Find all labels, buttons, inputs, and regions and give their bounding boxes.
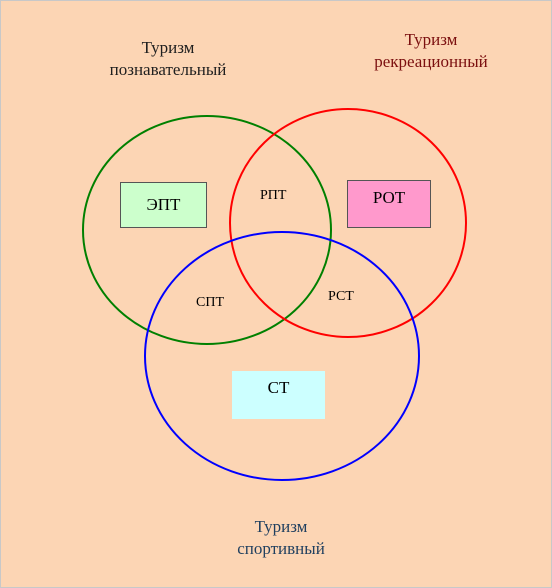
sport-tourism-circle bbox=[144, 231, 420, 481]
recreational-tourism-circle bbox=[229, 108, 467, 338]
region-label-spt: СПТ bbox=[196, 295, 224, 310]
caption-recreational-line2: рекреационный bbox=[374, 52, 488, 71]
cognitive-tourism-circle bbox=[82, 115, 332, 345]
box-rot: РОТ bbox=[347, 180, 431, 228]
caption-recreational-line1: Туризм bbox=[404, 30, 458, 49]
caption-recreational-tourism: Туризм рекреационный bbox=[346, 29, 516, 73]
caption-sport-line2: спортивный bbox=[237, 539, 325, 558]
box-st: СТ bbox=[232, 371, 325, 419]
box-ept: ЭПТ bbox=[120, 182, 207, 228]
caption-cognitive-tourism: Туризм познавательный bbox=[83, 37, 253, 81]
caption-cognitive-line1: Туризм bbox=[141, 38, 195, 57]
region-label-rpt: РПТ bbox=[260, 188, 287, 203]
caption-sport-line1: Туризм bbox=[254, 517, 308, 536]
caption-cognitive-line2: познавательный bbox=[109, 60, 227, 79]
region-label-rst: РСТ bbox=[328, 289, 354, 304]
caption-sport-tourism: Туризм спортивный bbox=[196, 516, 366, 560]
